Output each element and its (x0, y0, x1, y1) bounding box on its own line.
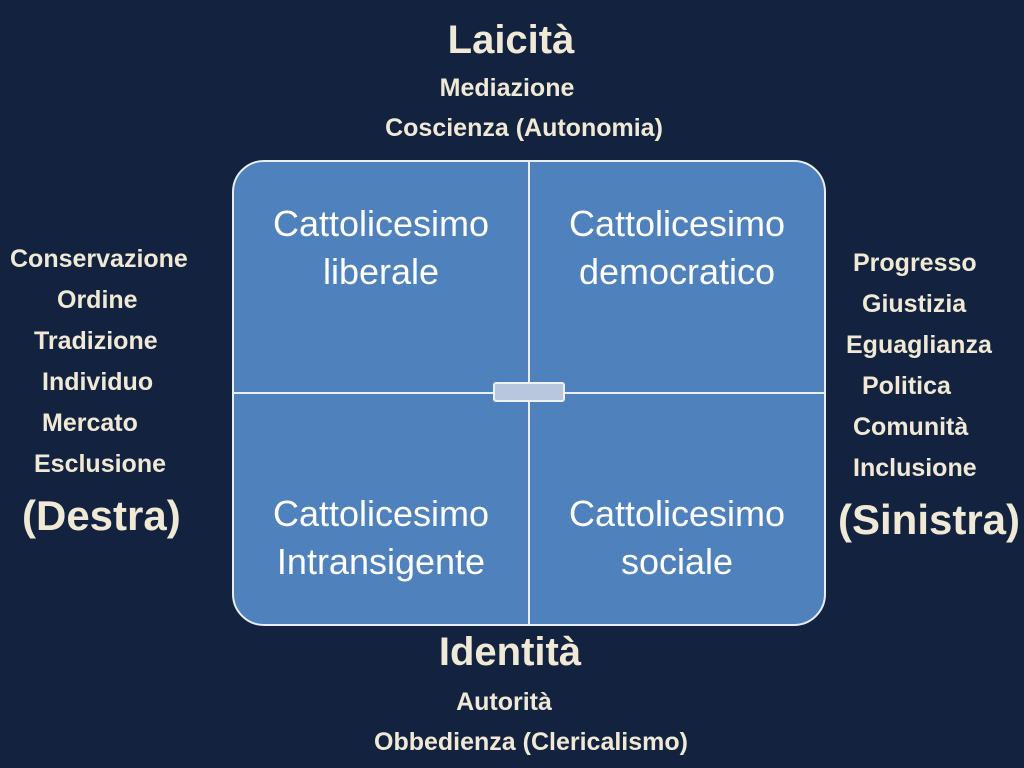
bottom-axis-line: Autorità (456, 688, 552, 716)
quadrant-matrix: Cattolicesimo liberale Cattolicesimo dem… (232, 160, 826, 626)
quadrant-bottom-right: Cattolicesimo sociale (530, 490, 824, 586)
top-axis-line: Coscienza (Autonomia) (385, 114, 663, 142)
left-axis-item: Tradizione (34, 327, 158, 355)
quadrant-label: Cattolicesimo (568, 493, 786, 534)
quadrant-label: Cattolicesimo (568, 203, 786, 244)
left-axis-item: Individuo (42, 368, 154, 396)
center-marker (493, 382, 565, 402)
quadrant-top-left: Cattolicesimo liberale (234, 200, 528, 296)
quadrant-bottom-left: Cattolicesimo Intransigente (234, 490, 528, 586)
right-axis-item: Eguaglianza (846, 331, 992, 359)
quadrant-label: sociale (620, 541, 734, 582)
left-axis-item: Mercato (42, 409, 138, 437)
right-axis-item: Inclusione (853, 454, 977, 482)
quadrant-label: democratico (578, 251, 776, 292)
left-axis-item: Esclusione (34, 450, 166, 478)
quadrant-top-right: Cattolicesimo democratico (530, 200, 824, 296)
right-axis-item: Giustizia (862, 290, 967, 318)
quadrant-label: Intransigente (276, 541, 486, 582)
quadrant-label: Cattolicesimo (272, 203, 490, 244)
quadrant-label: Cattolicesimo (272, 493, 490, 534)
top-axis-line: Mediazione (439, 74, 575, 102)
quadrant-label: liberale (322, 251, 440, 292)
bottom-axis-title: Identità (438, 630, 582, 674)
right-axis-item: Comunità (853, 413, 969, 441)
left-axis-item: Conservazione (10, 245, 188, 273)
right-axis-item: Progresso (853, 249, 977, 277)
right-axis-label: (Sinistra) (838, 496, 1021, 543)
bottom-axis-line: Obbedienza (Clericalismo) (374, 728, 688, 756)
left-axis-label: (Destra) (22, 492, 181, 539)
left-axis-item: Ordine (57, 286, 138, 314)
top-axis-title: Laicità (447, 18, 575, 62)
right-axis-item: Politica (862, 372, 951, 400)
